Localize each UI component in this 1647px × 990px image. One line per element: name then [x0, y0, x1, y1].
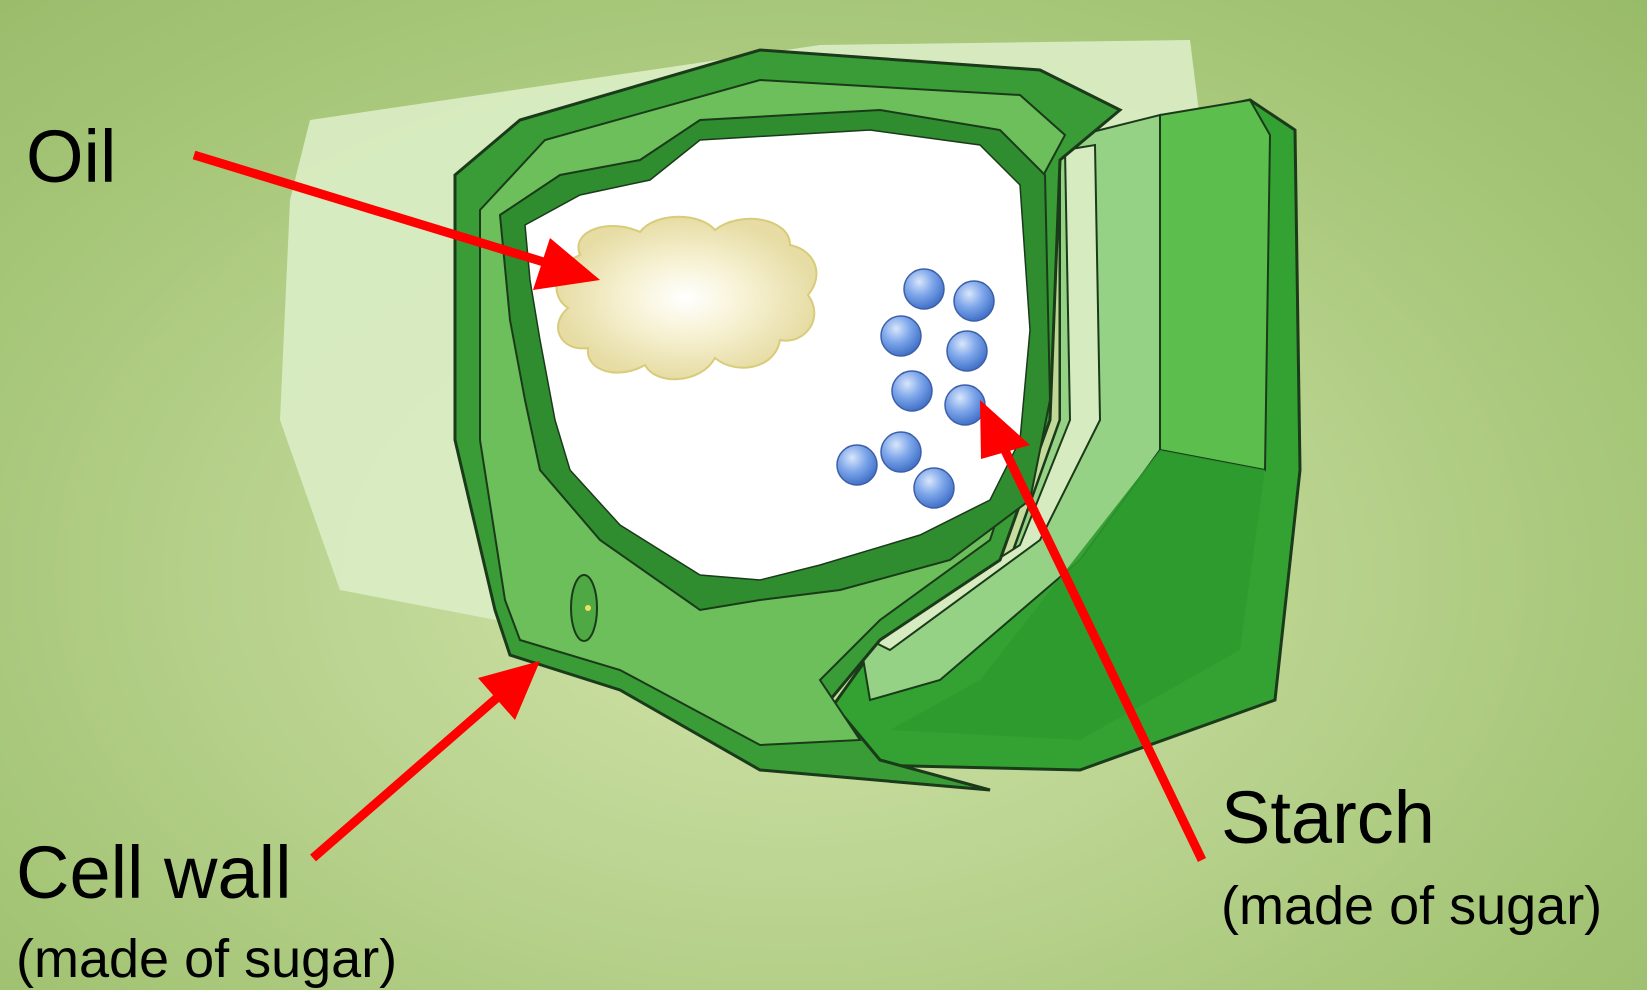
cell-wall-note: (made of sugar)	[16, 932, 397, 986]
starch-granule-icon	[892, 371, 932, 411]
starch-granule-icon	[881, 316, 921, 356]
starch-note: (made of sugar)	[1221, 879, 1602, 933]
oil-label: Oil	[26, 120, 116, 194]
cell-wall-label: Cell wall	[16, 836, 292, 910]
starch-granule-icon	[954, 281, 994, 321]
starch-granule-icon	[914, 468, 954, 508]
cell-wall-arrow	[313, 661, 540, 858]
starch-label: Starch	[1221, 781, 1435, 855]
starch-granule-icon	[881, 432, 921, 472]
starch-granule-icon	[837, 445, 877, 485]
starch-granule-icon	[947, 331, 987, 371]
starch-granule-icon	[904, 269, 944, 309]
starch-granule-icon	[945, 385, 985, 425]
small-organelle	[571, 575, 597, 641]
